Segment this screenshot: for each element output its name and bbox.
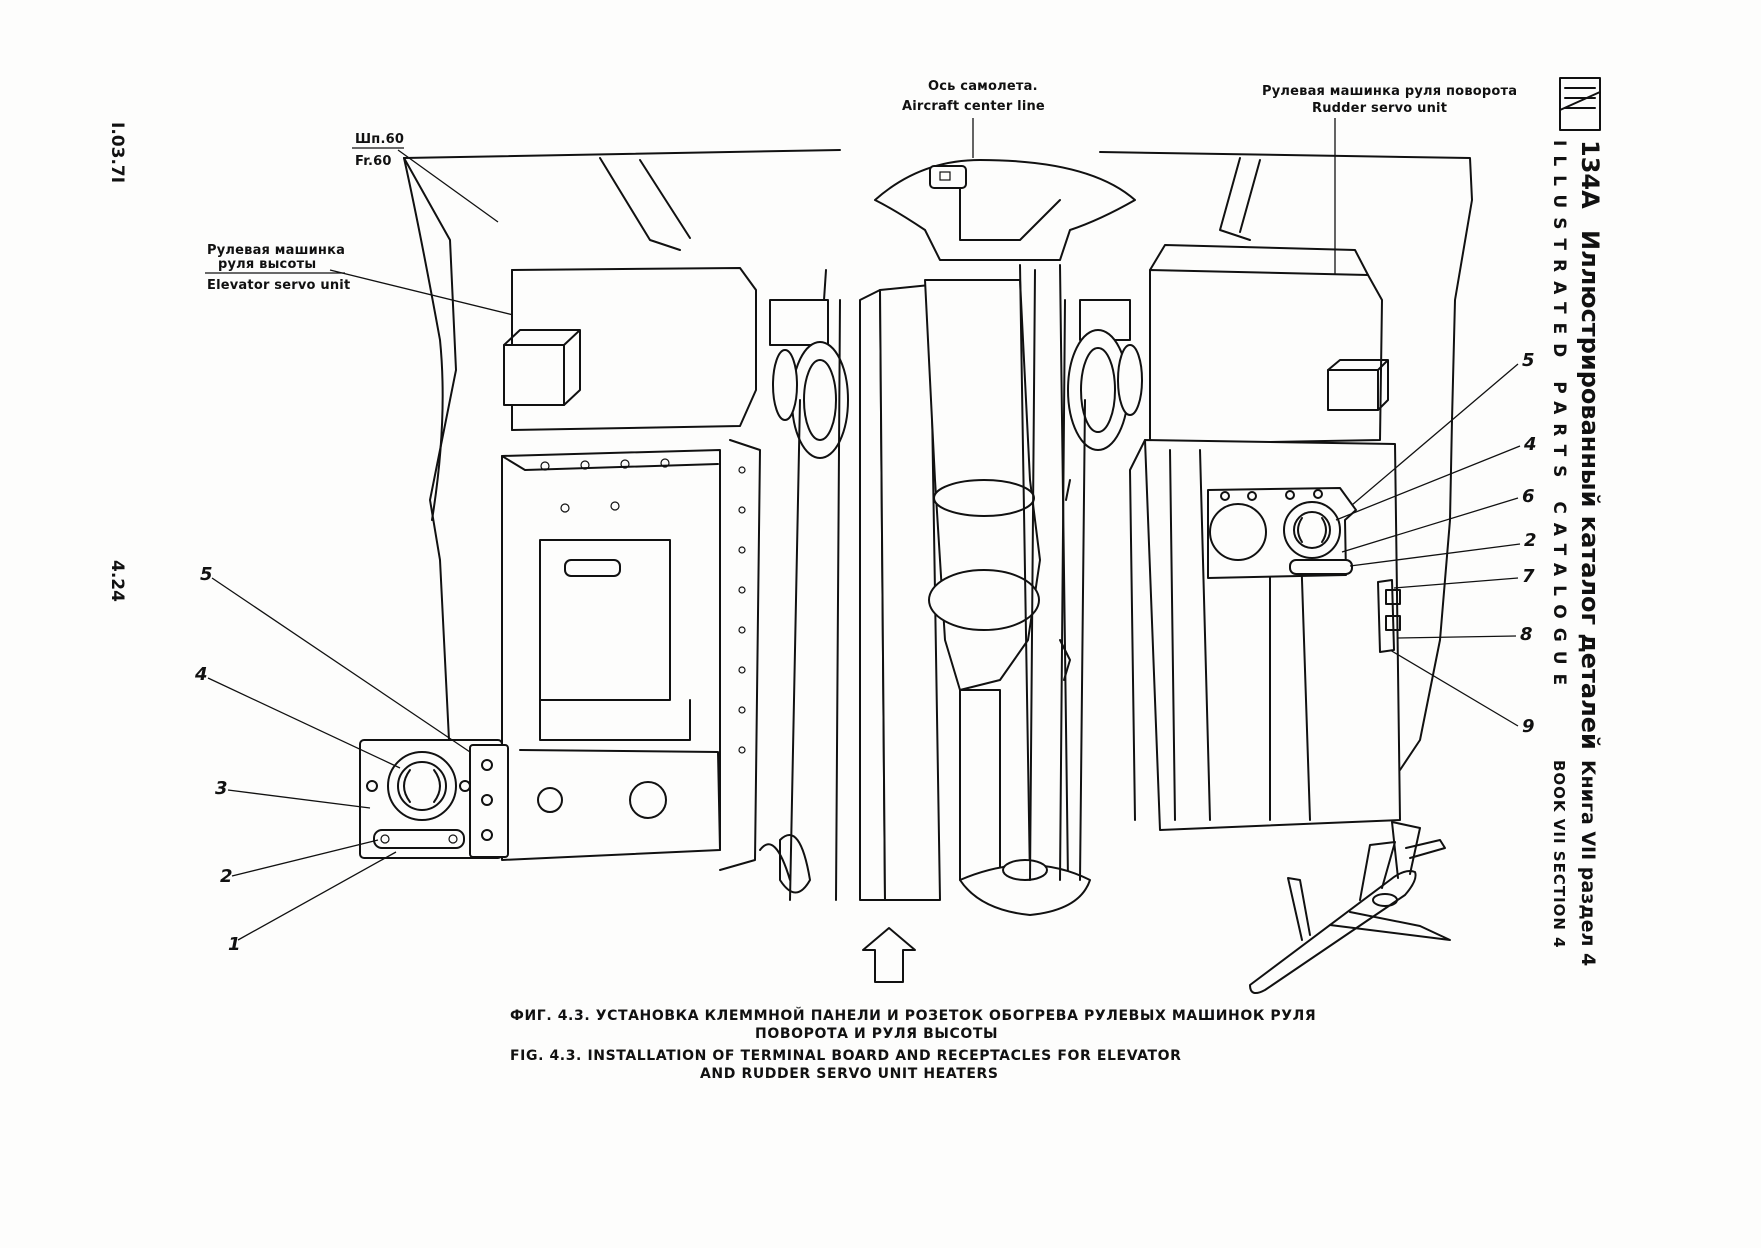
frame-label-en: Fr.60: [355, 154, 392, 169]
rudder-servo-unit: [1079, 244, 1389, 445]
center-torque-tube: [859, 159, 1136, 916]
page-number: 4.24: [107, 560, 127, 602]
caption-ru-2: ПОВОРОТА И РУЛЯ ВЫСОТЫ: [755, 1026, 998, 1042]
svg-text:I.03.7I: I.03.7I: [107, 122, 127, 183]
elevator-label-ru-2: руля высоты: [218, 257, 316, 272]
callout-left-2: 2: [220, 866, 233, 887]
side-header: 134А Иллюстрированный каталог деталей Кн…: [1549, 77, 1604, 966]
elevator-servo-unit: [503, 267, 829, 431]
centerline-label-ru: Ось самолета.: [928, 79, 1038, 94]
frame-label-ru: Шп.60: [355, 132, 404, 147]
callout-left-3: 3: [215, 778, 228, 799]
tu-logo-icon: [1559, 77, 1601, 131]
model-number: 134А: [1576, 140, 1604, 209]
book-label-en: BOOK VII SECTION 4: [1550, 760, 1568, 949]
fuselage-structure: [403, 149, 1473, 851]
elevator-label-ru-1: Рулевая машинка: [207, 243, 345, 258]
up-arrow-icon: [862, 927, 916, 983]
callout-right-4: 4: [1523, 434, 1537, 455]
svg-text:4.24: 4.24: [107, 560, 127, 602]
aircraft-icon: [1249, 821, 1451, 995]
caption-en-1: FIG. 4.3. INSTALLATION OF TERMINAL BOARD…: [510, 1048, 1182, 1064]
catalog-title-en: ILLUSTRATED PARTS CATALOGUE: [1549, 140, 1569, 694]
callouts-left: 5 4 3 2 1: [194, 564, 471, 955]
doc-code: I.03.7I: [107, 122, 127, 183]
callout-right-2: 2: [1524, 530, 1537, 551]
callouts-right: 5 4 6 2 7 8 9: [1335, 350, 1537, 737]
left-terminal-board: [359, 739, 509, 859]
callout-left-1: 1: [228, 934, 241, 955]
figure-caption: ФИГ. 4.3. УСТАНОВКА КЛЕММНОЙ ПАНЕЛИ И РО…: [510, 1007, 1316, 1082]
frame-leader: [397, 149, 499, 223]
callout-right-6: 6: [1522, 486, 1535, 507]
centerline-label-en: Aircraft center line: [902, 99, 1045, 114]
rudder-label-ru: Рулевая машинка руля поворота: [1262, 84, 1517, 99]
callout-right-5: 5: [1522, 350, 1535, 371]
caption-en-2: AND RUDDER SERVO UNIT HEATERS: [700, 1066, 999, 1082]
catalog-title-ru: Иллюстрированный каталог деталей: [1576, 230, 1604, 750]
callout-right-8: 8: [1520, 624, 1533, 645]
callout-right-7: 7: [1522, 566, 1535, 587]
rudder-pulley: [1059, 299, 1143, 881]
callout-left-4: 4: [194, 664, 208, 685]
right-terminal-board: [1207, 487, 1401, 653]
callout-right-9: 9: [1522, 716, 1535, 737]
caption-ru-1: ФИГ. 4.3. УСТАНОВКА КЛЕММНОЙ ПАНЕЛИ И РО…: [510, 1007, 1316, 1024]
rudder-label-en: Rudder servo unit: [1312, 101, 1447, 116]
left-bracket: [501, 439, 761, 871]
elevator-label-en: Elevator servo unit: [207, 278, 350, 293]
callout-left-5: 5: [200, 564, 213, 585]
elevator-pulley: [759, 269, 849, 901]
book-label-ru: Книга VII раздел 4: [1577, 760, 1599, 966]
